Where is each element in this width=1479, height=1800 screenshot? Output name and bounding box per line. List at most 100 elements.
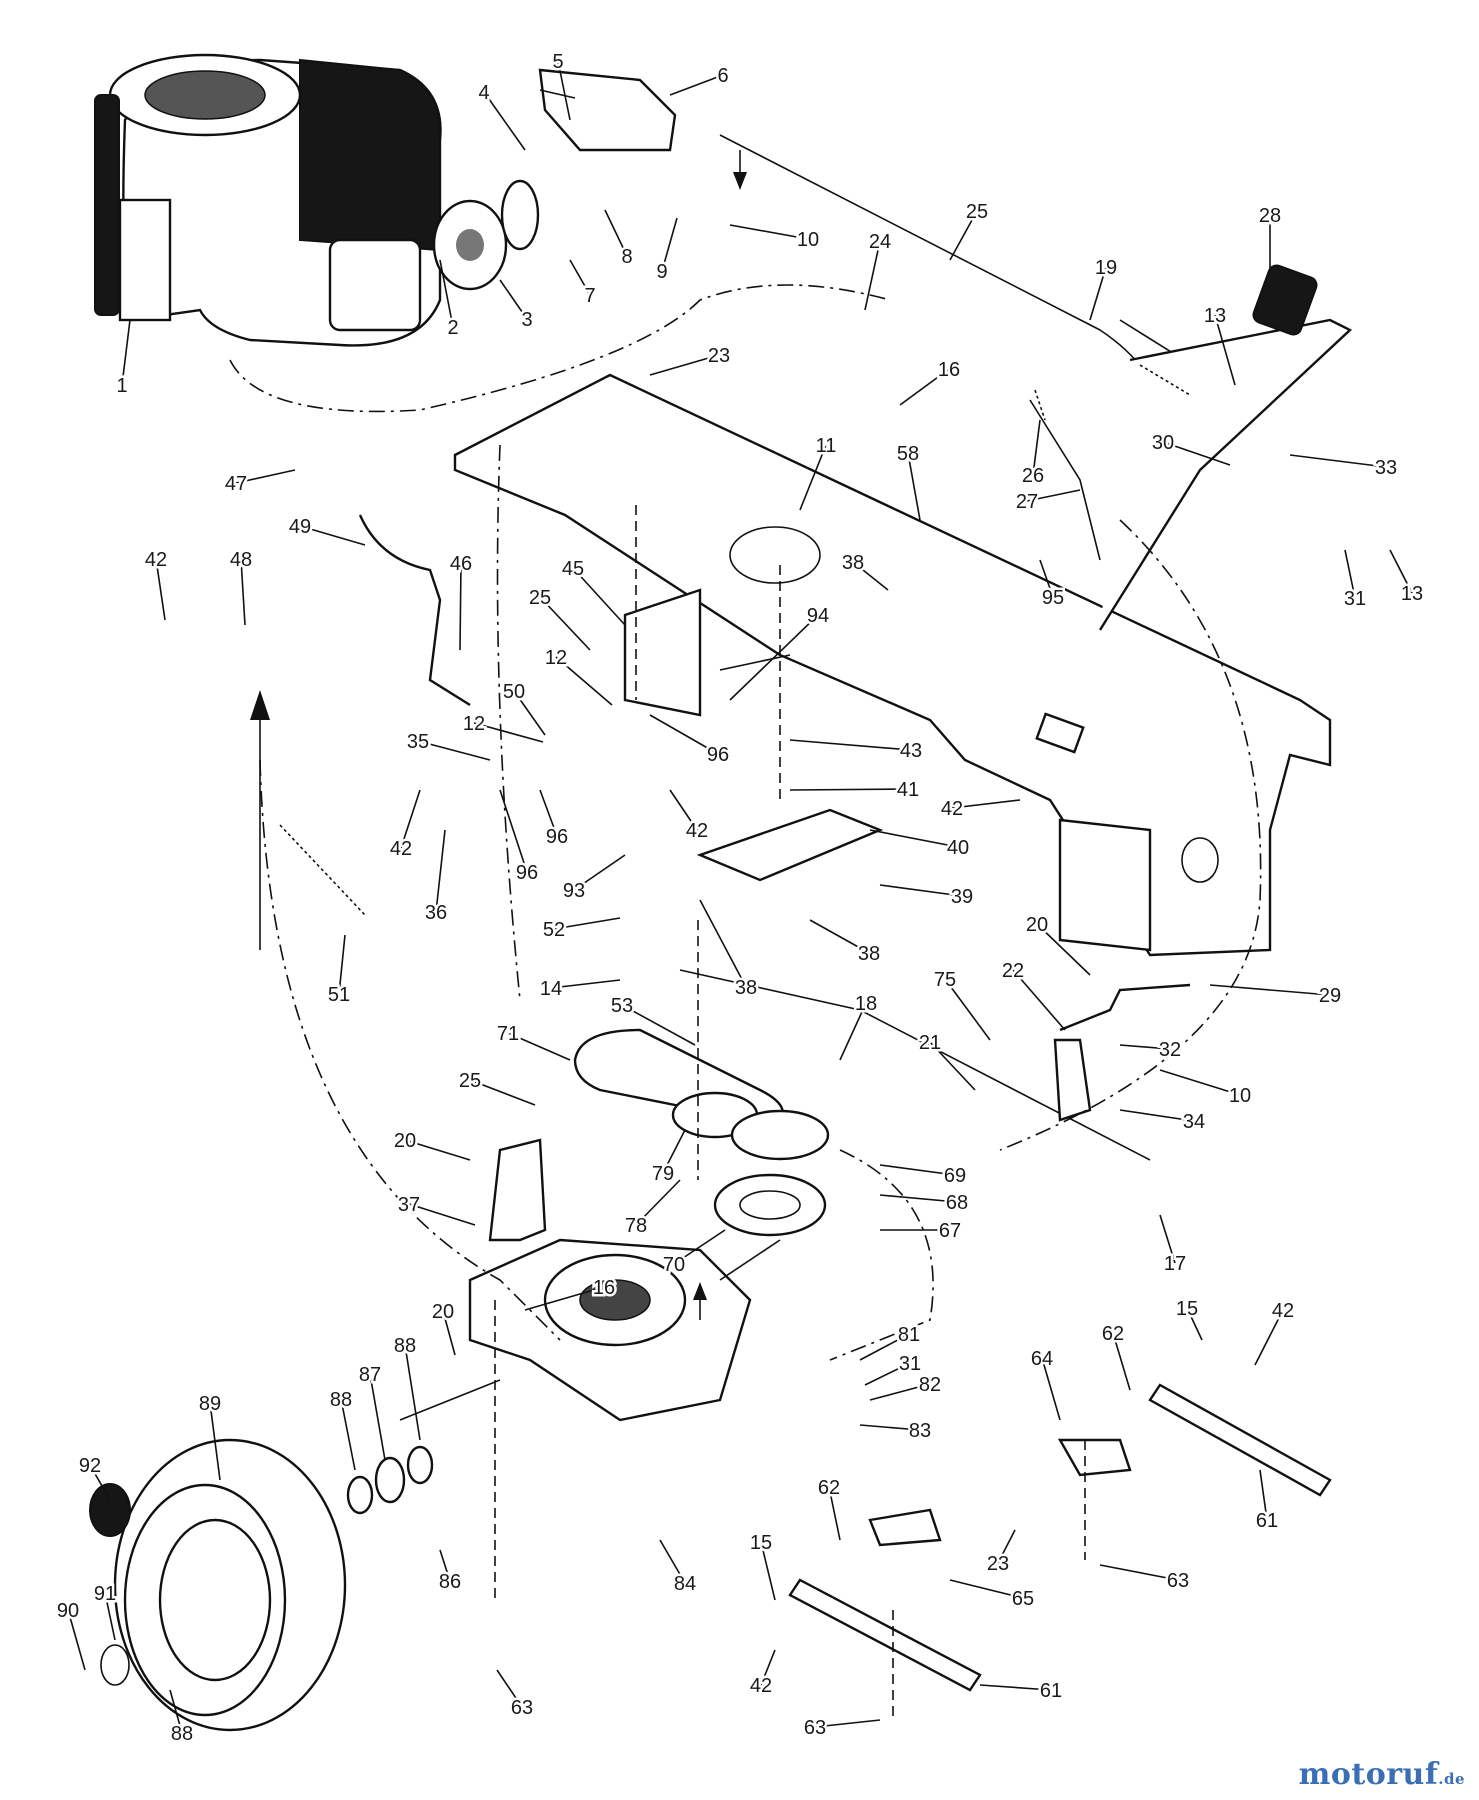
callout-leader-41 [789,788,909,791]
callout-number-51: 51 [328,984,350,1006]
callout-number-63: 63 [511,1697,533,1719]
callout-number-13: 13 [1401,583,1423,605]
callout-leader-69 [879,1164,956,1176]
callout-leader-38 [699,899,747,988]
callout-leader-25 [469,1079,536,1106]
callout-leader-53 [621,1004,696,1046]
callout-number-21: 21 [919,1032,941,1054]
callout-number-53: 53 [611,995,633,1017]
callout-number-22: 22 [1002,960,1024,982]
callout-leader-25 [949,210,978,261]
torque-straps [788,1383,1332,1692]
callout-leader-34 [1119,1109,1195,1122]
callout-leader-37 [408,1203,476,1226]
callout-number-42: 42 [750,1675,772,1697]
callout-number-82: 82 [919,1374,941,1396]
callout-number-92: 92 [79,1455,101,1477]
routing-lines [229,284,1262,1361]
callout-leader-27 [1026,489,1081,502]
callout-leader-35 [417,740,491,761]
callout-number-65: 65 [1012,1588,1034,1610]
callout-number-83: 83 [909,1420,931,1442]
callout-number-15: 15 [750,1532,772,1554]
callout-number-25: 25 [529,587,551,609]
engine [94,53,442,347]
callout-number-49: 49 [289,516,311,538]
callout-number-42: 42 [145,549,167,571]
callout-leader-68 [879,1194,958,1203]
callout-number-35: 35 [407,731,429,753]
callout-leader-22 [1012,969,1066,1031]
callout-leader-94 [729,614,819,701]
callout-number-43: 43 [900,740,922,762]
callout-leader-8 [604,209,628,257]
callout-leader-15 [1186,1307,1203,1341]
callout-leader-42 [155,558,166,621]
callout-leader-23 [649,354,720,376]
callout-number-61: 61 [1040,1680,1062,1702]
callout-leader-15 [760,1541,776,1601]
callout-leader-42 [951,799,1021,809]
callout-number-38: 38 [842,552,864,574]
mounting-plate [623,588,884,882]
callout-leader-17 [1159,1214,1176,1264]
callout-number-45: 45 [562,558,584,580]
callout-leader-63 [1099,1564,1179,1581]
callout-number-10: 10 [797,229,819,251]
callout-number-34: 34 [1183,1111,1205,1133]
callout-number-96: 96 [707,744,729,766]
callout-leader-84 [659,1539,686,1584]
callout-leader-10 [729,224,809,240]
callout-number-94: 94 [807,605,829,627]
callout-leader-32 [1119,1044,1171,1050]
callout-leader-71 [507,1032,571,1061]
callout-number-14: 14 [540,978,562,1000]
callout-leader-42 [1254,1309,1284,1366]
callout-number-84: 84 [674,1573,696,1595]
callout-leader-58 [907,452,921,521]
air-cleaner [432,68,677,291]
callout-number-75: 75 [934,969,956,991]
callout-number-69: 69 [944,1165,966,1187]
callout-leader-95 [1039,559,1054,598]
callout-number-78: 78 [625,1215,647,1237]
callout-leader-19 [1089,266,1107,321]
callout-number-30: 30 [1152,432,1174,454]
callout-leader-5 [557,60,571,121]
springs [279,364,1191,916]
callout-leader-81 [859,1333,910,1361]
belt-and-pulleys [573,1028,830,1237]
callout-number-18: 18 [855,993,877,1015]
callout-number-42: 42 [941,798,963,820]
callout-number-88: 88 [171,1723,193,1745]
callout-leader-43 [789,739,912,751]
watermark-logo: motoruf.de [1299,1757,1465,1792]
callout-leader-33 [1289,454,1387,468]
callout-number-11: 11 [816,435,837,457]
callout-leader-23 [997,1529,1016,1564]
callout-leader-42 [400,789,421,849]
callout-number-8: 8 [621,246,632,268]
callout-number-31: 31 [1344,588,1366,610]
callout-number-48: 48 [230,549,252,571]
callout-leader-11 [799,444,827,511]
callout-number-87: 87 [359,1364,381,1386]
callout-number-71: 71 [497,1023,519,1045]
callout-leader-4 [483,91,526,151]
callout-leader-36 [435,829,446,913]
callout-number-36: 36 [425,902,447,924]
callout-number-38: 38 [735,977,757,999]
callout-leader-7 [569,259,591,296]
callout-leader-88 [340,1398,356,1471]
callout-leader-79 [662,1129,686,1174]
callout-leader-48 [240,558,246,626]
callout-number-20: 20 [1026,914,1048,936]
callout-number-89: 89 [199,1393,221,1415]
callout-leader-31 [864,1362,911,1386]
callout-leader-29 [1209,984,1331,996]
callout-number-90: 90 [57,1600,79,1622]
callout-leader-20 [1036,923,1091,976]
callout-number-42: 42 [686,820,708,842]
callout-number-32: 32 [1159,1039,1181,1061]
